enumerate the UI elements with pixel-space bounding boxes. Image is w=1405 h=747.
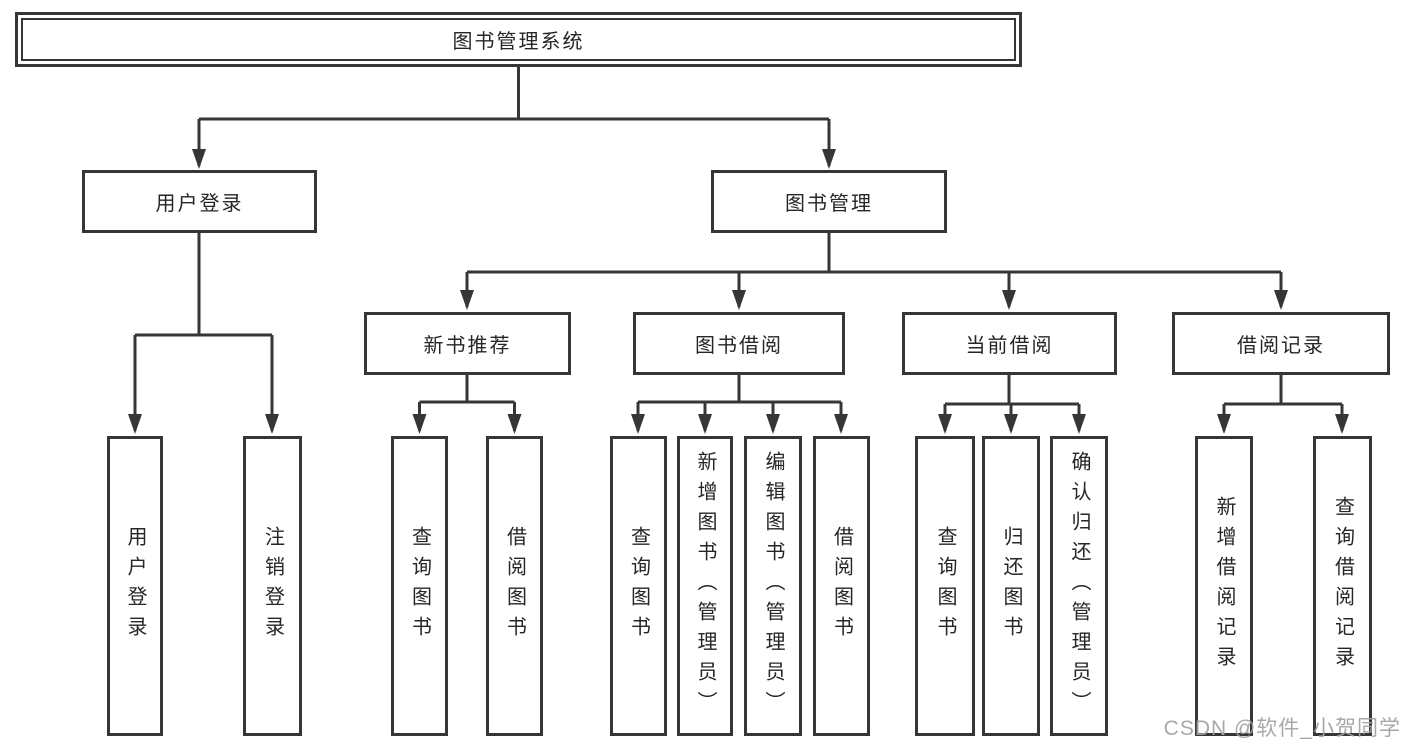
node-book-borrowing: 图书借阅 (633, 312, 845, 375)
node-label: 当前借阅 (965, 335, 1054, 357)
node-leaf-logout: 注销登录 (243, 436, 302, 736)
node-leaf-add-book-admin: 新增图书（管理员） (677, 436, 733, 736)
node-label: 新增图书（管理员） (694, 451, 716, 721)
node-label: 查询借阅记录 (1331, 496, 1354, 676)
connector-root-to-level2 (192, 65, 836, 169)
node-new-book-recommend: 新书推荐 (364, 312, 571, 375)
node-root-library-system: 图书管理系统 (15, 12, 1022, 67)
node-leaf-query-books-3: 查询图书 (915, 436, 975, 736)
node-leaf-query-borrow-record: 查询借阅记录 (1313, 436, 1372, 736)
node-label: 确认归还（管理员） (1068, 451, 1090, 721)
node-leaf-borrow-books-2: 借阅图书 (813, 436, 870, 736)
node-user-login: 用户登录 (82, 170, 317, 233)
csdn-watermark: CSDN @软件_小贺同学 (1163, 717, 1401, 740)
node-label: 图书借阅 (695, 335, 783, 357)
connector-book-borrowing-children (631, 373, 848, 434)
node-label: 编辑图书（管理员） (762, 451, 784, 721)
connector-book-management-children (460, 231, 1288, 310)
node-label: 查询图书 (408, 526, 431, 646)
connector-new-book-children (412, 373, 522, 434)
node-label: 归还图书 (1000, 526, 1022, 646)
node-leaf-query-books-2: 查询图书 (610, 436, 667, 736)
node-label: 注销登录 (261, 526, 284, 646)
connector-borrow-records-children (1217, 373, 1349, 434)
node-label: 借阅图书 (830, 526, 853, 646)
node-label: 图书管理 (785, 193, 873, 215)
node-leaf-confirm-return-admin: 确认归还（管理员） (1050, 436, 1108, 736)
node-leaf-borrow-books-1: 借阅图书 (486, 436, 543, 736)
node-current-borrowing: 当前借阅 (902, 312, 1117, 375)
node-leaf-query-books-1: 查询图书 (391, 436, 448, 736)
node-book-management: 图书管理 (711, 170, 947, 233)
node-label: 借阅记录 (1237, 335, 1325, 357)
node-label: 查询图书 (627, 526, 650, 646)
node-label: 用户登录 (155, 193, 244, 215)
node-leaf-add-borrow-record: 新增借阅记录 (1195, 436, 1253, 736)
connector-current-borrowing-children (938, 373, 1086, 434)
node-label: 借阅图书 (503, 526, 526, 646)
node-leaf-edit-book-admin: 编辑图书（管理员） (744, 436, 802, 736)
node-label: 新书推荐 (423, 335, 512, 357)
connector-user-login-children (128, 231, 279, 434)
node-label: 用户登录 (124, 526, 146, 646)
node-borrow-records: 借阅记录 (1172, 312, 1390, 375)
node-leaf-return-books: 归还图书 (982, 436, 1040, 736)
node-label: 查询图书 (934, 526, 956, 646)
node-label: 新增借阅记录 (1213, 496, 1235, 676)
node-leaf-user-login: 用户登录 (107, 436, 163, 736)
node-label: 图书管理系统 (452, 31, 585, 53)
